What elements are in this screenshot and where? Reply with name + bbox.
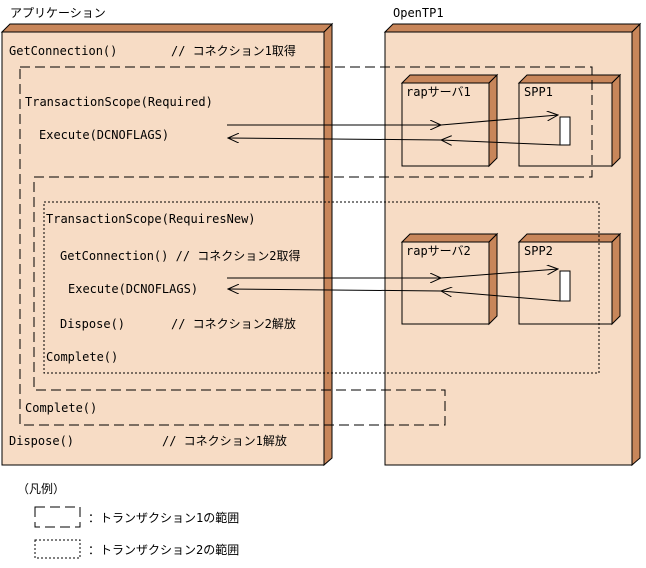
execute-1: Execute(DCNOFLAGS)	[39, 128, 169, 142]
legend-tx2-label: ：トランザクション2の範囲	[88, 542, 239, 557]
get-connection-2: GetConnection() // コネクション2取得	[60, 248, 301, 263]
legend-tx2-swatch	[34, 539, 81, 559]
dispose-1-comment: // コネクション1解放	[162, 433, 287, 448]
opentp1-title: OpenTP1	[393, 6, 444, 20]
rap2-arrow-to-spp2	[440, 269, 558, 279]
execute-2: Execute(DCNOFLAGS)	[68, 282, 198, 296]
application-title: アプリケーション	[10, 6, 106, 20]
rap1-arrow-to-spp1	[440, 115, 558, 126]
rap-server-1-label: rapサーバ1	[406, 85, 471, 99]
transaction-1-scope	[19, 66, 593, 426]
transaction-scope-2: TransactionScope(RequiresNew)	[46, 212, 256, 226]
dispose-1: Dispose()	[9, 434, 74, 448]
spp2-activation	[559, 270, 571, 302]
application-node	[0, 22, 334, 467]
complete-2: Complete()	[46, 350, 118, 364]
dispose-2: Dispose()	[60, 317, 125, 331]
complete-1: Complete()	[25, 401, 97, 415]
rap-server-1-box	[400, 73, 499, 168]
spp2-box	[517, 232, 622, 326]
spp1-activation	[559, 116, 571, 146]
spp1-label: SPP1	[524, 85, 553, 99]
transaction-scope-1: TransactionScope(Required)	[25, 95, 213, 109]
spp2-return-arrow	[441, 291, 561, 302]
get-connection-1: GetConnection()	[9, 44, 117, 58]
rap-server-2-label: rapサーバ2	[406, 244, 471, 258]
execute2-return-arrow	[228, 289, 442, 291]
rap-server-2-box	[400, 232, 499, 326]
spp1-return-arrow	[441, 140, 561, 146]
transaction-2-scope	[43, 201, 600, 374]
spp2-label: SPP2	[524, 244, 553, 258]
execute1-return-arrow	[228, 138, 442, 140]
legend-title: （凡例）	[17, 482, 65, 496]
legend-tx1-swatch	[34, 506, 81, 528]
dispose-2-comment: // コネクション2解放	[171, 316, 296, 331]
legend-tx1-label: ：トランザクション1の範囲	[88, 510, 239, 525]
get-connection-1-comment: // コネクション1取得	[171, 43, 296, 58]
